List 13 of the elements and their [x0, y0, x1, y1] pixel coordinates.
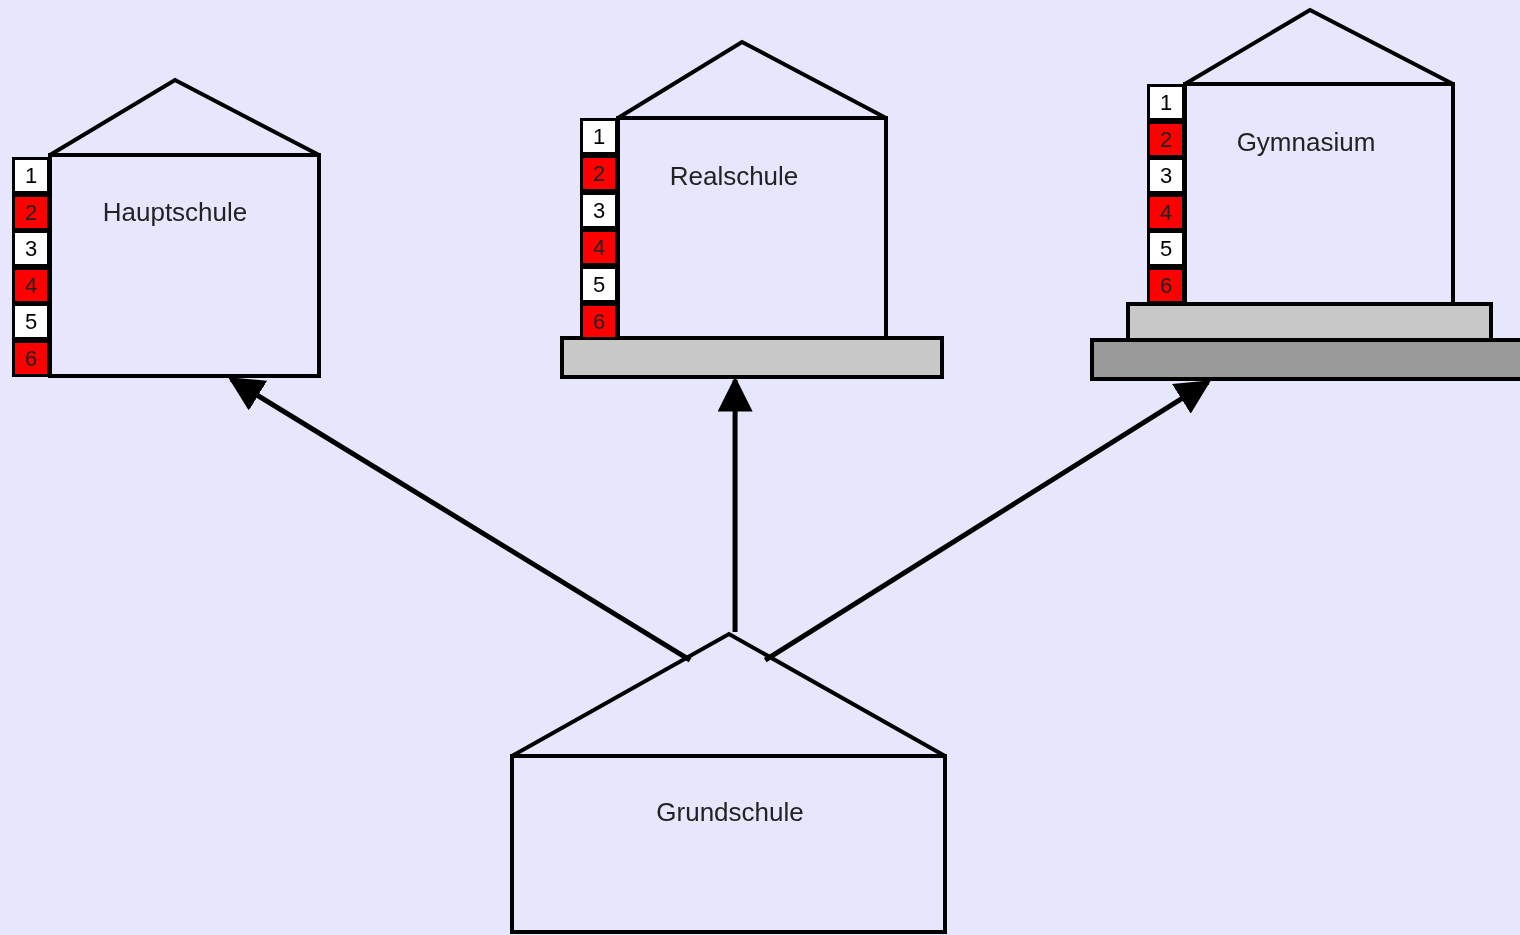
grade-number: 3	[12, 230, 50, 267]
school-name: Hauptschule	[102, 196, 248, 228]
grade-number: 1	[12, 157, 50, 194]
grade-number: 5	[12, 303, 50, 340]
school-name: Grundschule	[656, 796, 804, 828]
arrow	[717, 376, 753, 632]
grade-number: 4	[12, 266, 50, 304]
arrow	[228, 377, 692, 663]
grade-number: 2	[12, 193, 50, 231]
school-name: Gymnasium	[1236, 126, 1376, 158]
school-name: Realschule	[669, 160, 799, 192]
arrow	[763, 380, 1211, 663]
grade-number: 6	[12, 339, 50, 377]
